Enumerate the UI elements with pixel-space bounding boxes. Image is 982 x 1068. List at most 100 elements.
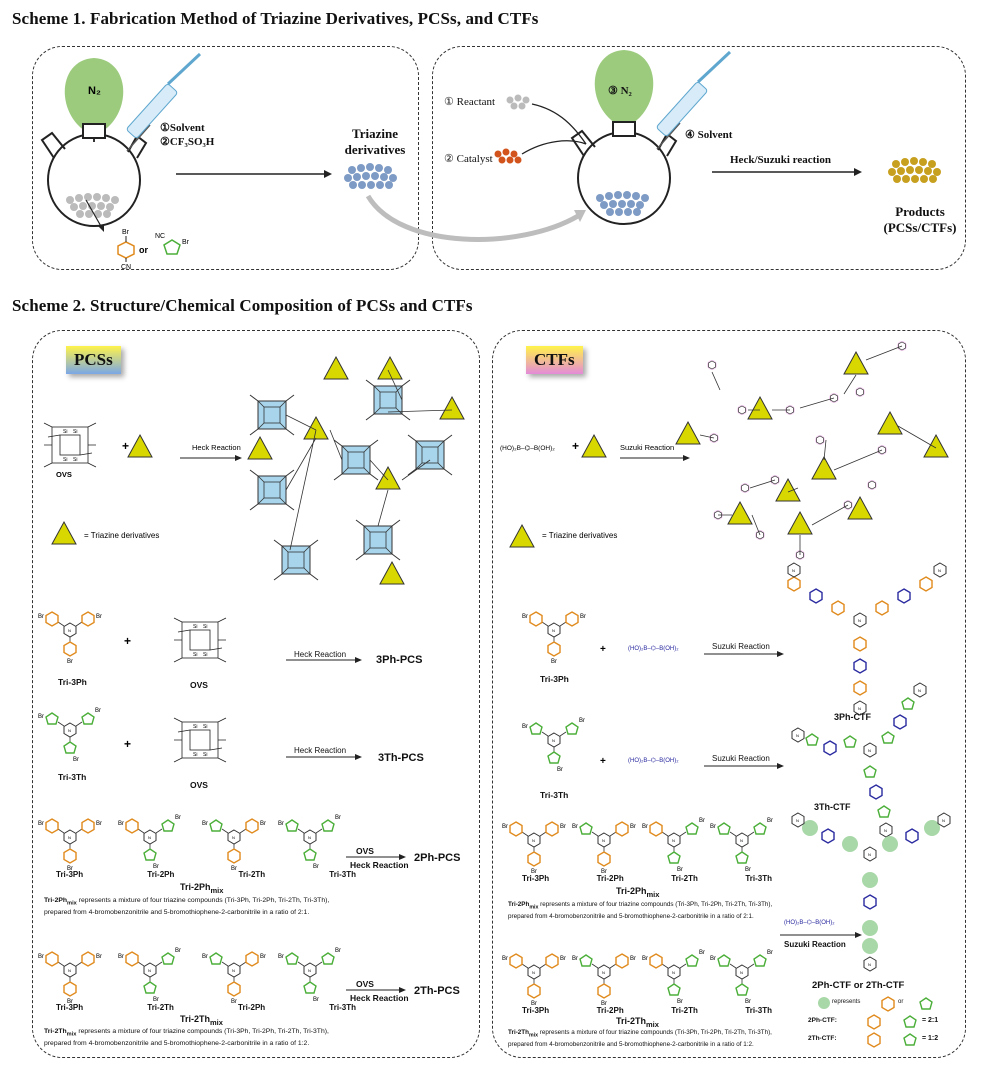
pcs-row1-ovs: OVS xyxy=(190,680,208,690)
products-sublabel: (PCSs/CTFs) xyxy=(883,220,957,235)
reactant-label: ① Reactant xyxy=(444,96,496,108)
reaction-flask-right xyxy=(570,121,678,225)
ctf-row1-arrow: Suzuki Reaction xyxy=(712,642,770,651)
ctf-mix1-note-name: Tri-2Phmix xyxy=(508,901,539,911)
pcs-mix2-over: OVS xyxy=(356,979,374,989)
n2-label-right: ③ N₂ xyxy=(608,85,632,97)
pcs-mix2-under: Heck Reaction xyxy=(350,993,409,1003)
pcs-row1-left: Tri-3Ph xyxy=(58,677,87,687)
step-acid: ②CF₃SO₃H xyxy=(160,136,215,148)
svg-text:N₂: N₂ xyxy=(88,85,101,97)
scheme2-title: Scheme 2. Structure/Chemical Composition… xyxy=(12,296,473,315)
svg-text:NC: NC xyxy=(155,233,165,240)
pcs-row2-arrow: Heck Reaction xyxy=(294,746,347,755)
pcs-mix2-sub: mix xyxy=(210,1017,223,1027)
ctf-mix1-note2: prepared from 4-bromobenzonitrile and 5-… xyxy=(508,913,754,921)
pcs-mix1-note1: represents a mixture of four triazine co… xyxy=(78,897,330,904)
pcs-tag: PCSs xyxy=(66,346,121,374)
svg-text:+: + xyxy=(124,634,131,648)
ctf-row1-left: Tri-3Ph xyxy=(540,674,569,684)
pcs-mix1-note2: prepared from 4-bromobenzonitrile and 5-… xyxy=(44,909,310,917)
ctf-row1-product: 3Ph-CTF xyxy=(834,712,871,722)
step-solvent: ①Solvent xyxy=(160,122,205,134)
svg-text:or: or xyxy=(139,245,148,255)
pcs-mix1-label: Tri-2Ph xyxy=(180,882,211,892)
catalyst-particles xyxy=(494,148,522,164)
svg-text:+: + xyxy=(572,439,579,453)
tri-3ph-structure xyxy=(38,612,102,665)
syringe-left xyxy=(126,52,202,152)
ctf-mix1-name: Tri-3Ph xyxy=(522,874,550,883)
reactant-particles xyxy=(506,94,530,110)
product-particles xyxy=(888,157,941,183)
pcs-mix2-name: Tri-3Th xyxy=(329,1003,356,1012)
products-label: Products xyxy=(895,204,945,219)
svg-text:Suzuki Reaction: Suzuki Reaction xyxy=(620,443,674,452)
svg-text:(HO)₂B–⌬–B(OH)₂: (HO)₂B–⌬–B(OH)₂ xyxy=(628,645,679,652)
scheme1-right-panel xyxy=(432,46,966,270)
ctf-mix2-name: Tri-2Ph xyxy=(596,1006,624,1015)
svg-text:OVS: OVS xyxy=(56,470,72,479)
scheme1-drawing: N₂ Br CN or NC Br xyxy=(40,50,941,271)
pcs-mix1-under: Heck Reaction xyxy=(350,860,409,870)
pcs-mix2-name: Tri-2Ph xyxy=(238,1003,266,1012)
solvent-right: ④ Solvent xyxy=(685,129,733,141)
svg-text:CN: CN xyxy=(121,264,131,271)
pcs-mix1-over: OVS xyxy=(356,846,374,856)
pcs-mix1-name: Tri-3Th xyxy=(329,870,356,879)
pcs-panel xyxy=(32,330,480,1058)
ctf-mix-product: 2Ph-CTF or 2Th-CTF xyxy=(812,980,905,991)
svg-text:Br: Br xyxy=(122,229,130,236)
ratio2-value: = 1:2 xyxy=(922,1035,939,1042)
scheme2-drawing: N SiSiSiSi BrBrBr BrBrBr xyxy=(0,340,951,1048)
pcs-mix2-name: Tri-3Ph xyxy=(56,1003,84,1012)
ctf-mix2-note-name: Tri-2Thmix xyxy=(508,1029,539,1039)
ctf-panel xyxy=(492,330,966,1058)
pcs-mix1-name: Tri-3Ph xyxy=(56,870,84,879)
triazine-subtitle: derivatives xyxy=(344,142,406,157)
pcs-mix2-note2: prepared from 4-bromobenzonitrile and 5-… xyxy=(44,1040,310,1048)
pcs-mix2-label: Tri-2Th xyxy=(180,1014,211,1024)
represents-label: represents xyxy=(832,999,861,1005)
ctf-mix2-name: Tri-2Th xyxy=(671,1006,698,1015)
scheme1-left-panel xyxy=(32,46,419,270)
ctf-row2-left: Tri-3Th xyxy=(540,790,569,800)
ctf-3ph-product xyxy=(787,562,947,716)
ratio1-label: 2Ph-CTF: xyxy=(808,1017,837,1024)
svg-text:(HO)₂B–⌬–B(OH)₂: (HO)₂B–⌬–B(OH)₂ xyxy=(628,757,679,764)
pcs-mix2-note-name: Tri-2Thmix xyxy=(44,1028,77,1038)
ctf-mix2-name: Tri-3Th xyxy=(745,1006,772,1015)
ovs-structure xyxy=(43,422,97,468)
pcs-row1-arrow: Heck Reaction xyxy=(294,650,347,659)
syringe-right xyxy=(656,50,732,150)
svg-text:+: + xyxy=(124,737,131,751)
ctf-mix2-sub: mix xyxy=(646,1019,659,1029)
catalyst-label: ② Catalyst xyxy=(444,153,493,165)
represents-or: or xyxy=(898,999,904,1005)
svg-text:= Triazine derivatives: = Triazine derivatives xyxy=(542,531,617,540)
ctf-mix-arrow: Suzuki Reaction xyxy=(784,940,846,949)
triazine-particles xyxy=(344,163,397,189)
svg-text:(HO)₂B–⌬–B(OH)₂: (HO)₂B–⌬–B(OH)₂ xyxy=(500,444,555,452)
ctf-mix1-label: Tri-2Ph xyxy=(616,886,647,896)
ctf-network: (HO)₂B–⌬–B(OH)₂ + xyxy=(500,340,949,561)
pcs-mix1-product: 2Ph-PCS xyxy=(414,852,461,864)
ctf-tag: CTFs xyxy=(526,346,583,374)
pcs-mix2-note1: represents a mixture of four triazine co… xyxy=(78,1028,329,1035)
svg-text:(HO)₂B–⌬–B(OH)₂: (HO)₂B–⌬–B(OH)₂ xyxy=(784,919,835,926)
svg-text:= Triazine derivatives: = Triazine derivatives xyxy=(84,531,159,540)
pcs-row2-ovs: OVS xyxy=(190,780,208,790)
pcs-row2-left: Tri-3Th xyxy=(58,772,87,782)
represents-circle xyxy=(818,997,830,1009)
ctf-mix1-note1: represents a mixture of four triazine co… xyxy=(540,901,773,908)
svg-text:Br: Br xyxy=(182,239,190,246)
particles-left xyxy=(66,193,119,218)
ctf-mix1-name: Tri-2Ph xyxy=(596,874,624,883)
pcs-mix1-sub: mix xyxy=(210,885,224,895)
ratio1-value: = 2:1 xyxy=(922,1017,939,1024)
ctf-mix-product xyxy=(791,812,951,972)
pcs-row2-product: 3Th-PCS xyxy=(378,752,424,764)
ctf-mix1-name: Tri-3Th xyxy=(745,874,772,883)
heck-suzuki-label: Heck/Suzuki reaction xyxy=(730,154,831,166)
svg-text:+: + xyxy=(600,756,606,767)
